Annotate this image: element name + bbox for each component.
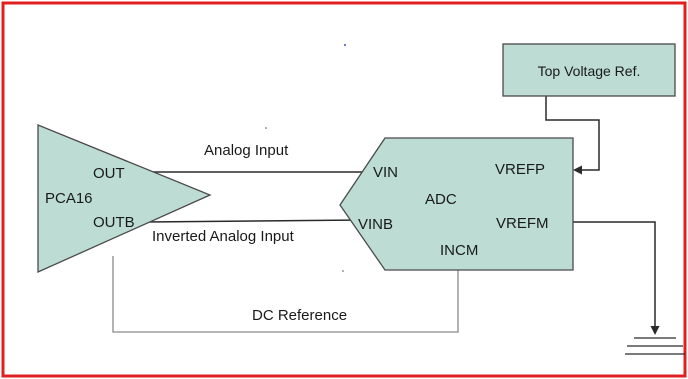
pca16-outb-label: OUTB [93, 214, 135, 231]
vrefp-arrow-icon [573, 165, 582, 175]
inverted-analog-input-label: Inverted Analog Input [152, 228, 295, 245]
adc-block [339, 137, 574, 271]
adc-vinb-label: VINB [358, 216, 393, 233]
ground-arrow-icon [650, 326, 660, 335]
adc-vin-label: VIN [373, 164, 398, 181]
top-voltage-ref-label: Top Voltage Ref. [538, 63, 641, 79]
pca16-amplifier [37, 124, 212, 274]
inverted-analog-input-wire [144, 219, 363, 223]
dc-reference-label: DC Reference [252, 307, 347, 324]
adc-incm-label: INCM [440, 242, 478, 259]
adc-name-label: ADC [425, 191, 457, 208]
vrefm-wire [570, 221, 656, 328]
stray-dot [344, 44, 346, 46]
top-voltage-ref-box [502, 43, 676, 97]
stray-dot [265, 127, 267, 129]
pca16-out-label: OUT [93, 165, 125, 182]
analog-input-label: Analog Input [204, 142, 289, 159]
wires [144, 96, 656, 328]
adc-vrefm-label: VREFM [496, 215, 549, 232]
ground-icon [625, 337, 685, 355]
vrefp-wire [545, 96, 600, 171]
adc-vrefp-label: VREFP [495, 161, 545, 178]
pca16-name-label: PCA16 [45, 190, 93, 207]
stray-dot [342, 270, 344, 272]
dc-reference-wire [112, 256, 459, 333]
